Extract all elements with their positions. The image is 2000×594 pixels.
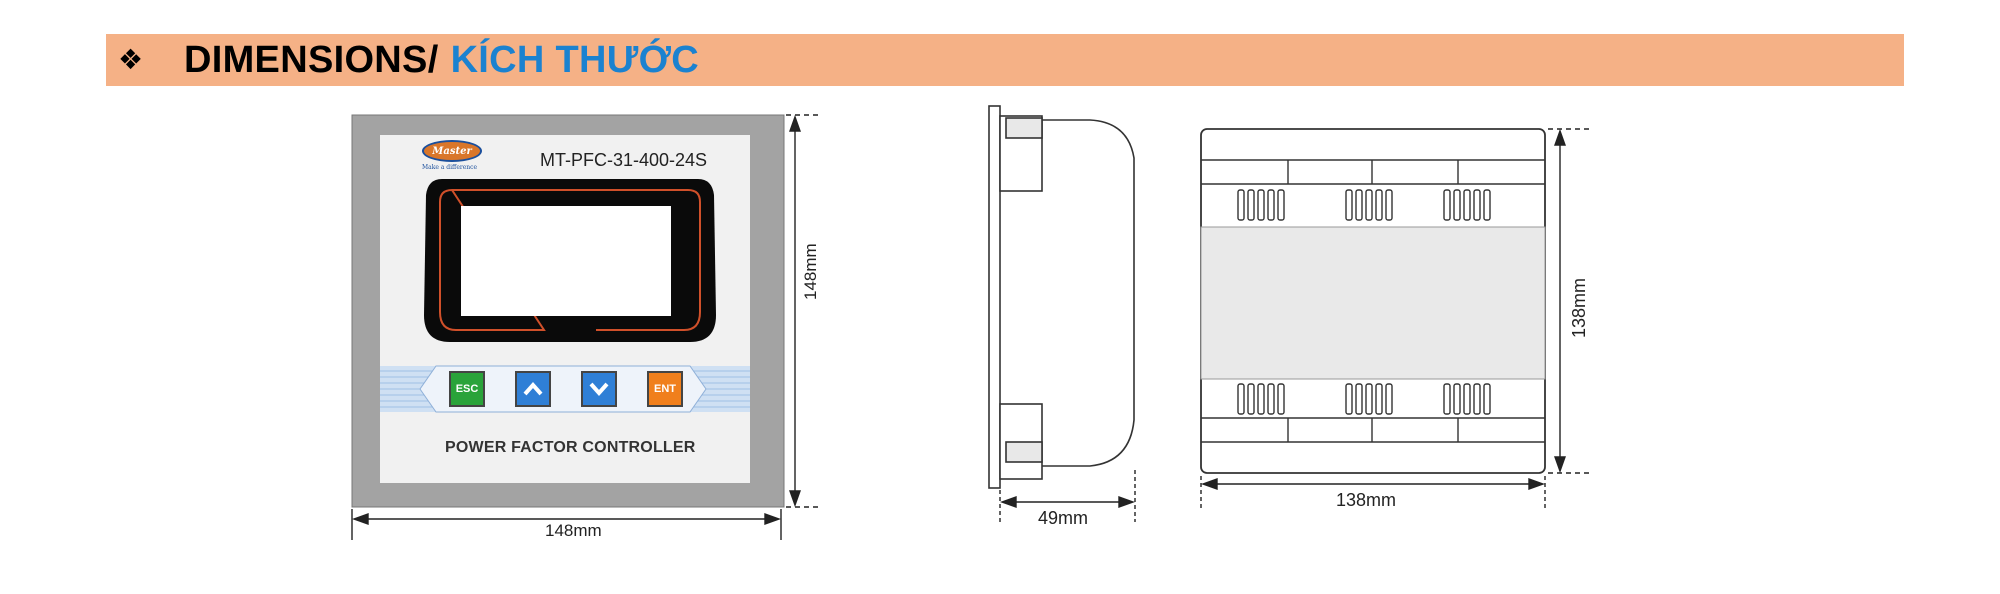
top-view-drawing	[1200, 128, 1590, 510]
front-width-dimension	[351, 509, 782, 540]
product-name: POWER FACTOR CONTROLLER	[445, 439, 696, 456]
ent-button: ENT	[647, 371, 683, 407]
vent-slot	[1257, 383, 1265, 415]
side-view-drawing	[988, 105, 1136, 522]
chevron-up-icon	[523, 381, 543, 396]
brand-tagline: Make a difference	[422, 164, 478, 171]
top-width-label: 138mm	[1336, 490, 1397, 510]
vent-slot	[1365, 189, 1373, 221]
vent-slot	[1385, 189, 1393, 221]
chevron-down-icon	[589, 382, 609, 397]
model-number: MT-PFC-31-400-24S	[540, 150, 708, 170]
top-view-upper-panels	[1201, 159, 1545, 185]
side-depth-dimension	[999, 470, 1136, 522]
lcd-accent-line	[439, 188, 701, 331]
lcd-screen	[461, 206, 671, 316]
vent-slot	[1453, 383, 1461, 415]
side-top-clip-detail	[1005, 117, 1043, 139]
vent-slot	[1237, 189, 1245, 221]
vent-slot	[1483, 189, 1491, 221]
top-height-dimension	[1548, 128, 1590, 474]
up-arrow-button	[515, 371, 551, 407]
side-housing-outline	[1042, 119, 1135, 467]
vent-slot	[1385, 383, 1393, 415]
button-strip	[380, 365, 750, 413]
top-view-center-band	[1200, 226, 1546, 380]
vent-slot	[1277, 189, 1285, 221]
front-height-label: 148mm	[801, 243, 820, 300]
section-title-english: DIMENSIONS/	[184, 38, 439, 81]
vent-slot	[1375, 189, 1383, 221]
vent-slot	[1345, 383, 1353, 415]
section-title-vietnamese: KÍCH THƯỚC	[450, 38, 700, 81]
down-arrow-button	[581, 371, 617, 407]
vent-slot	[1267, 383, 1275, 415]
esc-button: ESC	[449, 371, 485, 407]
vent-slot	[1443, 383, 1451, 415]
front-height-dimension	[786, 114, 820, 508]
top-view-lower-panels	[1201, 417, 1545, 443]
vent-slot	[1247, 383, 1255, 415]
top-view-vents	[1237, 189, 1491, 415]
master-logo: Master Make a difference	[422, 140, 486, 172]
diamond-bullet-icon: ❖	[118, 43, 144, 76]
vent-slot	[1473, 189, 1481, 221]
vent-slot	[1345, 189, 1353, 221]
vent-slot	[1247, 189, 1255, 221]
vent-slot	[1483, 383, 1491, 415]
section-header-banner: ❖ DIMENSIONS/ KÍCH THƯỚC	[106, 34, 1904, 86]
side-bottom-clip-detail	[1005, 441, 1043, 463]
vent-slot	[1355, 189, 1363, 221]
vent-slot	[1473, 383, 1481, 415]
vent-slot	[1365, 383, 1373, 415]
vent-slot	[1443, 189, 1451, 221]
vent-slot	[1463, 189, 1471, 221]
side-front-flange	[988, 105, 1001, 489]
vent-slot	[1257, 189, 1265, 221]
front-width-label: 148mm	[545, 521, 602, 540]
vent-slot	[1237, 383, 1245, 415]
front-view-drawing	[351, 114, 820, 540]
vent-slot	[1375, 383, 1383, 415]
vent-slot	[1267, 189, 1275, 221]
vent-slot	[1453, 189, 1461, 221]
side-depth-label: 49mm	[1038, 508, 1089, 528]
vent-slot	[1355, 383, 1363, 415]
top-height-label: 138mm	[1569, 277, 1589, 338]
top-width-dimension	[1200, 476, 1546, 510]
vent-slot	[1277, 383, 1285, 415]
vent-slot	[1463, 383, 1471, 415]
brand-logo-mark: Master	[422, 140, 482, 162]
